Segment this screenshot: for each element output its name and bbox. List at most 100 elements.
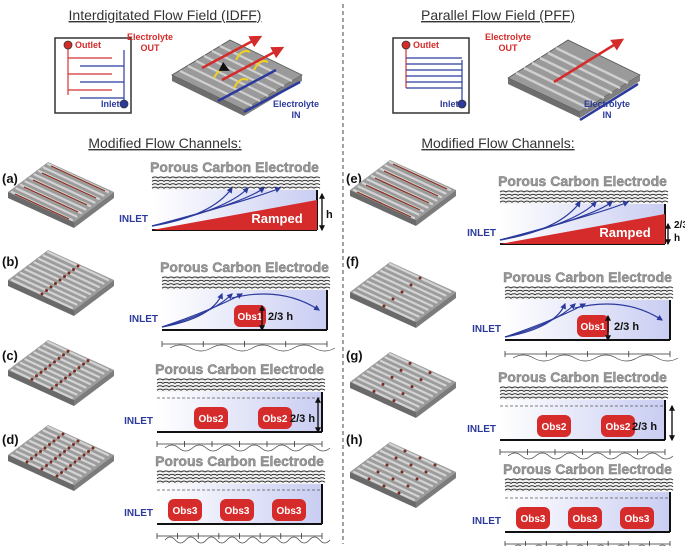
modified-heading-right: Modified Flow Channels: [421,135,574,151]
channel-rib [366,460,429,491]
obstacle-block [168,499,202,521]
channel-rib [361,373,425,405]
electrode-band [505,478,670,492]
electrode-texture [504,293,674,296]
obstacle-dot [76,439,80,443]
pff-inlet-port-icon [457,99,467,109]
channel-body [500,400,665,440]
obstacle-label: Obs3 [572,514,597,525]
electrode-texture [151,186,321,189]
obstacle-dot [58,278,62,282]
height-label: 2/3 h [632,421,657,433]
scale-wave [164,536,331,544]
plate-3d [8,250,114,316]
plate-3d [350,352,456,418]
obstacle-dot [40,467,44,471]
electrode-texture [504,289,674,292]
electrode-title: Porous Carbon Electrode [503,461,672,477]
obstacle-dot [63,450,66,453]
channel-rib [366,280,429,311]
electrode-texture [156,470,326,473]
obstacle-dot [376,470,380,474]
obstacle-dot [57,356,61,360]
electrode-title: Porous Carbon Electrode [150,159,319,175]
channel-rib [357,185,420,216]
channel-rib [384,356,447,387]
plate-3d [8,340,114,406]
pff-electrolyte-in-label-2: IN [603,110,612,120]
plate-side [8,455,74,491]
flow-streamline [574,303,664,321]
idff-schematic: Outlet Inlet [54,37,132,114]
obstacle-dot [403,449,407,453]
obstacle-dot [433,463,437,467]
plate-3d [350,262,456,328]
plate-side [8,192,74,228]
channel-rib [42,166,105,197]
electrode-title: Porous Carbon Electrode [498,369,667,385]
scale-wave [164,444,331,452]
obstacle-label: Obs2 [541,422,566,433]
scale-wave [507,452,674,460]
obstacle-block [601,415,635,437]
plate-3d [8,425,114,491]
obstacle-label: Obs3 [624,514,649,525]
obstacle-dot [54,282,57,285]
plate-front [74,370,114,406]
obstacle-label: Obs1 [237,312,262,323]
obstacle-dot [50,387,54,391]
obstacle-label: Obs1 [580,322,605,333]
channel-rib [24,180,87,211]
channel-stripe [392,163,448,190]
plate-front [416,292,456,328]
obstacle-label: Obs3 [520,514,545,525]
electrode-texture [156,473,326,476]
electrode-texture [161,276,331,279]
electrode-texture [151,183,321,186]
plate-side [350,190,416,226]
obstacle-dot [87,450,90,453]
obstacle-label: Obs2 [605,422,630,433]
panel-label-h: (h) [346,432,363,447]
obstacle-dot [72,443,75,446]
ramp-label: Ramped [599,225,650,240]
channel-rib [352,380,416,412]
channel-stripe [383,170,439,197]
channel-stripe [14,193,70,220]
obstacle-dot [400,290,404,294]
channel-rib [388,352,452,384]
obstacle-block [272,499,306,521]
obstacle-dot [68,373,72,377]
electrode-texture [161,279,331,282]
obstacle-dot [48,363,52,367]
channel-rib [33,173,96,204]
plate-front [74,455,114,491]
electrode-texture [156,381,326,384]
obstacle-dot [73,369,76,373]
panel-label-g: (g) [346,348,363,363]
channel-stripe [50,165,106,192]
obstacle-dot [391,297,395,301]
obstacle-dot [49,460,53,464]
electrode-texture [151,179,321,182]
channel-stripe [365,184,421,211]
panel-label-d: (d) [2,432,19,447]
channel-stripe [41,172,97,199]
electrode-texture [504,485,674,488]
channel-rib [370,366,434,398]
electrode-texture [499,393,669,396]
pff-inlet-label: Inlet [440,99,459,109]
electrode-band [157,378,322,392]
obstacle-dot [55,383,58,387]
channel-rib [357,377,420,408]
electrolyte-in-label-2: IN [292,110,301,120]
obstacle-dot [59,380,63,384]
pff-outlet-port-icon [401,40,411,50]
channel-rib [375,363,438,394]
pff-electrolyte-out-label: Electrolyte [485,32,531,42]
